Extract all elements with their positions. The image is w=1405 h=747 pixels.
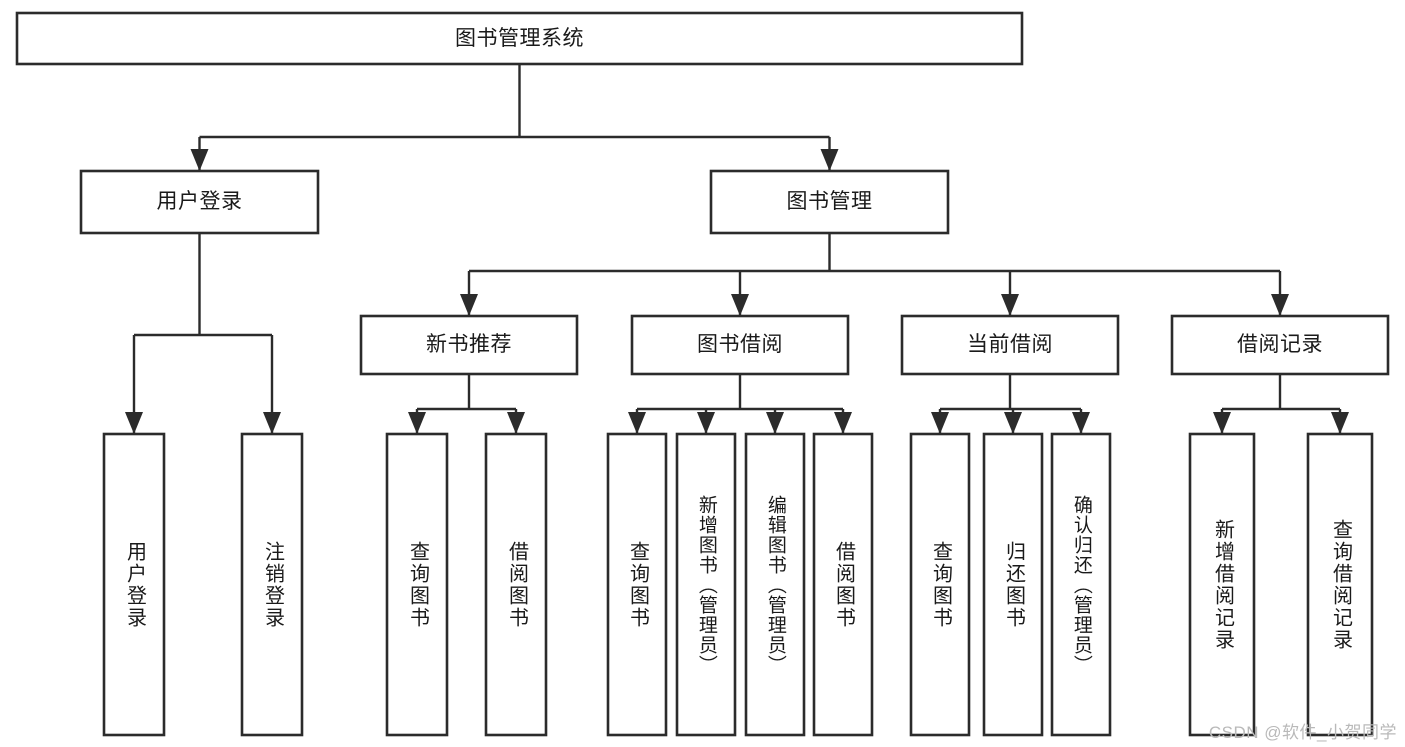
arrow-head-icon [507,412,525,434]
arrow-head-icon [1271,294,1289,316]
node-box-leaf-query-book-2[interactable] [606,432,668,737]
arrow-head-icon [1004,412,1022,434]
node-box-leaf-logout[interactable] [240,432,304,737]
arrow-head-icon [697,412,715,434]
node-box-borrow-record[interactable] [1170,314,1390,376]
arrow-head-icon [1001,294,1019,316]
node-box-leaf-user-login[interactable] [102,432,166,737]
node-box-leaf-query-book-3[interactable] [909,432,971,737]
arrow-head-icon [628,412,646,434]
arrow-head-icon [408,412,426,434]
node-box-leaf-edit-book[interactable] [744,432,806,737]
node-box-leaf-add-record[interactable] [1188,432,1256,737]
edges-layer [125,64,1349,434]
node-boxes-layer [15,11,1390,737]
arrow-head-icon [731,294,749,316]
node-box-root[interactable] [15,11,1024,66]
node-box-leaf-add-book[interactable] [675,432,737,737]
arrow-head-icon [766,412,784,434]
arrow-head-icon [125,412,143,434]
node-box-leaf-confirm-return[interactable] [1050,432,1112,737]
arrow-head-icon [820,149,839,171]
node-box-leaf-borrow-book-2[interactable] [812,432,874,737]
node-box-leaf-borrow-book-1[interactable] [484,432,548,737]
arrow-head-icon [263,412,281,434]
node-box-new-book-rec[interactable] [359,314,579,376]
arrow-head-icon [834,412,852,434]
node-box-current-borrow[interactable] [900,314,1120,376]
arrow-head-icon [1331,412,1349,434]
node-box-leaf-return-book[interactable] [982,432,1044,737]
arrow-head-icon [190,149,209,171]
node-box-book-manage[interactable] [709,169,950,235]
arrow-head-icon [460,294,478,316]
node-box-user-login[interactable] [79,169,320,235]
arrow-head-icon [1072,412,1090,434]
arrow-head-icon [931,412,949,434]
arrow-head-icon [1213,412,1231,434]
node-box-book-borrow[interactable] [630,314,850,376]
node-box-leaf-query-record[interactable] [1306,432,1374,737]
node-box-leaf-query-book-1[interactable] [385,432,449,737]
